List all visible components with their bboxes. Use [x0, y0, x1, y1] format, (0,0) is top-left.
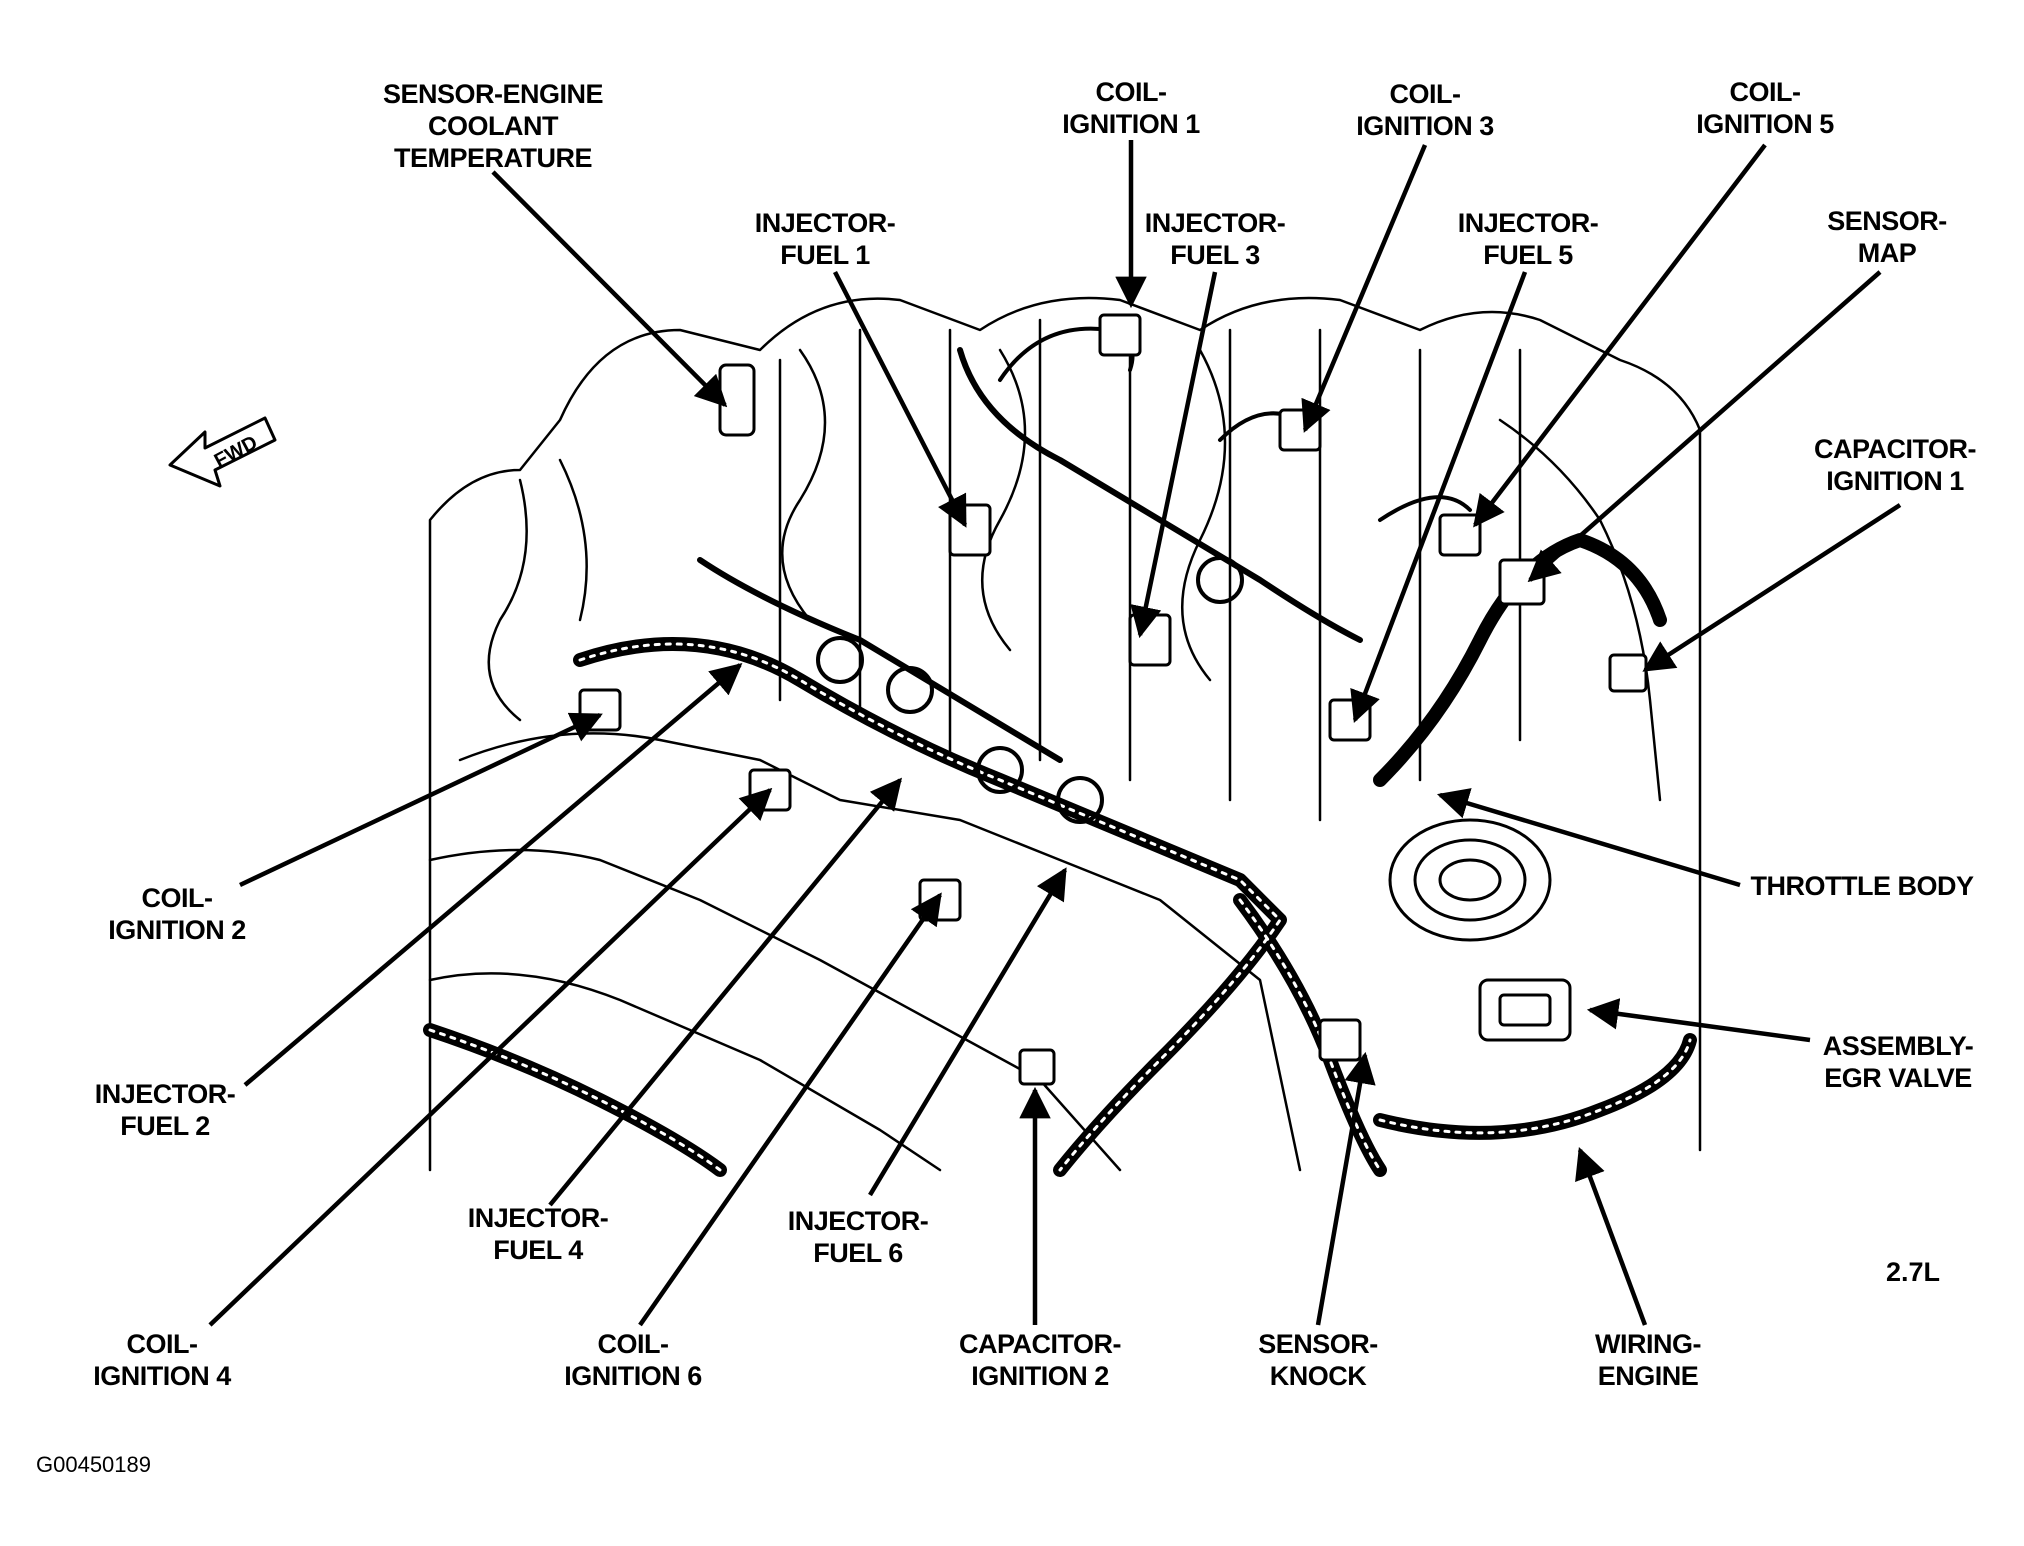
leader-map-sensor	[1527, 270, 1882, 583]
label-capacitor-2: CAPACITOR- IGNITION 2	[959, 1329, 1122, 1391]
label-map-sensor: SENSOR- MAP	[1827, 206, 1947, 268]
leader-coil-5	[1473, 143, 1767, 528]
leader-coolant-sensor	[491, 170, 728, 408]
throttle-body-shape	[1388, 818, 1552, 942]
label-injector-3: INJECTOR- FUEL 3	[1144, 208, 1286, 270]
label-injector-4: INJECTOR- FUEL 4	[467, 1203, 609, 1265]
label-egr-valve: ASSEMBLY- EGR VALVE	[1822, 1031, 1974, 1093]
leader-wiring-engine	[1575, 1147, 1648, 1326]
egr-valve-shape	[1478, 978, 1572, 1042]
label-coil-3: COIL- IGNITION 3	[1356, 79, 1494, 141]
leader-coil-6	[638, 892, 942, 1327]
label-coil-5: COIL- IGNITION 5	[1696, 77, 1834, 139]
label-knock-sensor: SENSOR- KNOCK	[1258, 1329, 1378, 1391]
label-injector-6: INJECTOR- FUEL 6	[787, 1206, 929, 1268]
leader-injector-2	[243, 662, 743, 1087]
label-coolant-sensor: SENSOR-ENGINE COOLANT TEMPERATURE	[382, 79, 604, 173]
label-coil-2: COIL- IGNITION 2	[108, 883, 246, 945]
leader-coil-2	[239, 712, 603, 888]
fwd-arrow-shape	[168, 416, 277, 488]
leader-coil-3	[1301, 144, 1428, 433]
label-injector-1: INJECTOR- FUEL 1	[754, 208, 896, 270]
label-throttle-body: THROTTLE BODY	[1750, 871, 1975, 901]
leader-egr-valve	[1586, 998, 1811, 1043]
component-connectors	[578, 313, 1648, 1086]
leader-injector-4	[548, 777, 903, 1207]
leader-injector-6	[868, 867, 1067, 1197]
fuel-rail	[697, 347, 1363, 763]
leader-injector-1	[832, 270, 968, 528]
engine-size-label: 2.7L	[1886, 1257, 1941, 1287]
label-capacitor-1: CAPACITOR- IGNITION 1	[1814, 434, 1977, 496]
leader-knock-sensor	[1315, 1051, 1376, 1326]
wiring-harness	[423, 533, 1697, 1177]
label-coil-6: COIL- IGNITION 6	[564, 1329, 702, 1391]
leader-throttle-body	[1436, 788, 1741, 888]
figure-id: G00450189	[36, 1452, 151, 1477]
leader-lines	[208, 140, 1902, 1327]
label-wiring-engine: WIRING- ENGINE	[1595, 1329, 1701, 1391]
label-coil-1: COIL- IGNITION 1	[1062, 77, 1200, 139]
label-injector-5: INJECTOR- FUEL 5	[1457, 208, 1599, 270]
wiring-harness-texture	[428, 642, 1692, 1172]
label-injector-2: INJECTOR- FUEL 2	[94, 1079, 236, 1141]
label-coil-4: COIL- IGNITION 4	[93, 1329, 231, 1391]
leader-injector-5	[1350, 271, 1528, 723]
leader-capacitor-1	[1642, 503, 1902, 672]
leader-injector-3	[1130, 271, 1218, 639]
leader-coil-4	[208, 787, 773, 1327]
